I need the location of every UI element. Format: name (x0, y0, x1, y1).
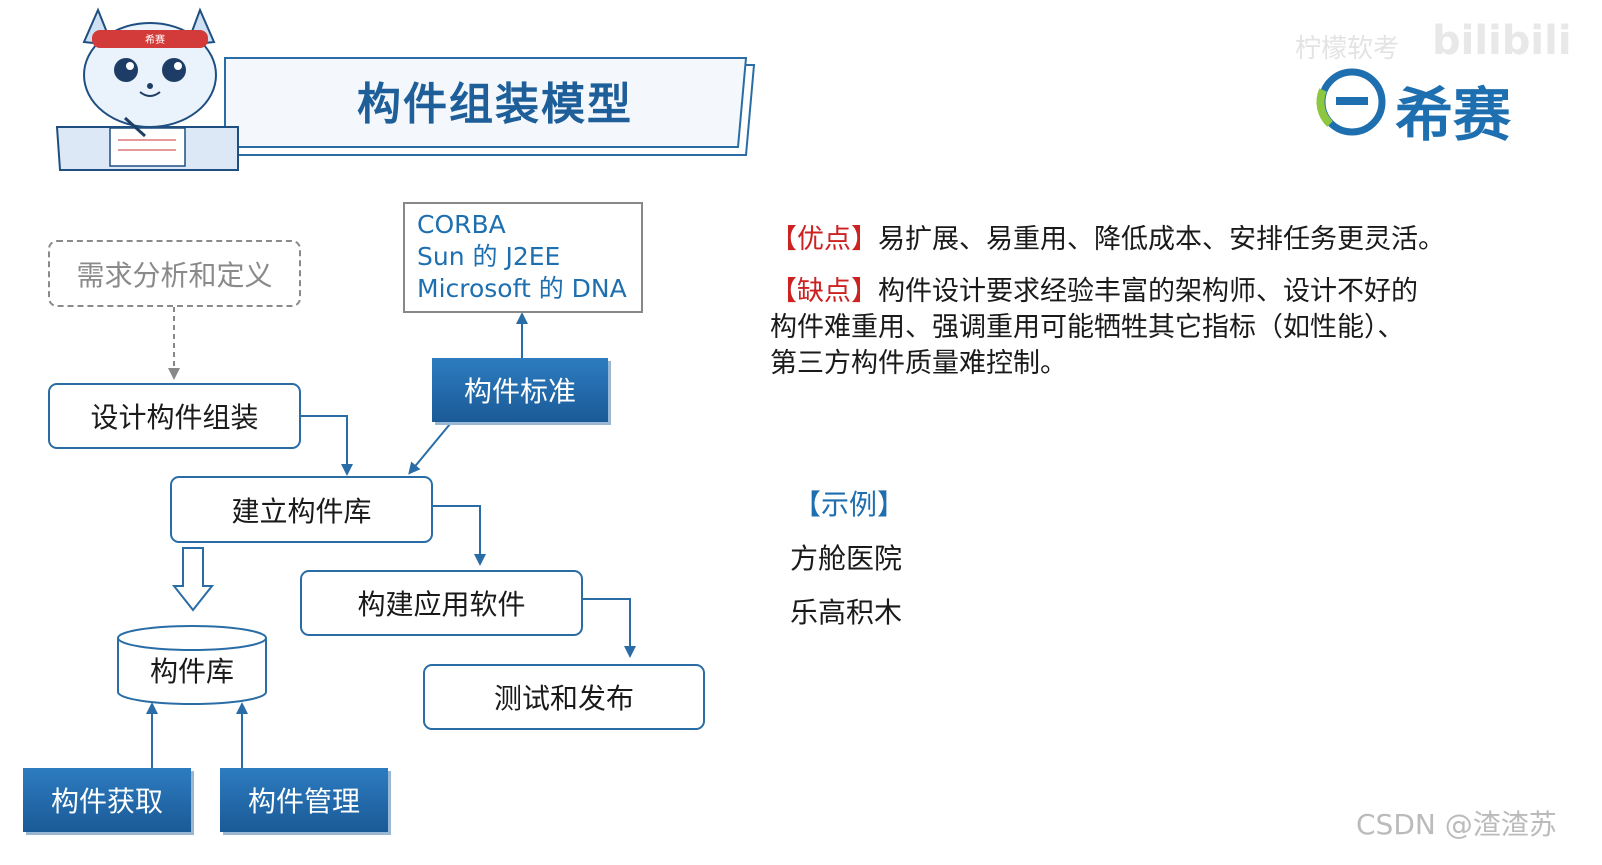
build-library-box: 建立构件库 (170, 476, 433, 543)
design-assembly-box: 设计构件组装 (48, 383, 301, 449)
cons-line-1: 【缺点】构件设计要求经验丰富的架构师、设计不好的 (770, 274, 1418, 310)
logo-e-icon (1316, 68, 1386, 136)
pros-label: 【优点】 (770, 224, 878, 255)
title-banner (224, 57, 756, 156)
component-library-label: 构件库 (149, 655, 234, 688)
test-release-box: 测试和发布 (423, 664, 705, 730)
page-title: 构件组装模型 (357, 79, 633, 130)
connectors (146, 307, 636, 768)
cons-label: 【缺点】 (770, 276, 878, 307)
cons-text-1: 构件设计要求经验丰富的架构师、设计不好的 (878, 276, 1418, 307)
build-app-box: 构建应用软件 (300, 570, 583, 636)
standard-item: CORBA (417, 210, 506, 239)
standards-box: CORBA Sun 的 J2EE Microsoft 的 DNA (403, 202, 643, 313)
logo-text: 希赛 (1395, 81, 1512, 149)
pros-line: 【优点】易扩展、易重用、降低成本、安排任务更灵活。 (770, 222, 1445, 258)
watermark-faint: 柠檬软考 (1295, 34, 1400, 64)
pros-text: 易扩展、易重用、降低成本、安排任务更灵活。 (878, 224, 1445, 255)
mascot-badge: 希赛 (145, 35, 165, 46)
acquire-tag: 构件获取 (23, 768, 191, 832)
component-library-cylinder (117, 625, 267, 705)
mascot-icon (55, 7, 239, 171)
examples-title: 【示例】 (793, 488, 906, 521)
cons-line-2: 构件难重用、强调重用可能牺牲其它指标（如性能）、 (770, 312, 1405, 343)
example-item: 乐高积木 (790, 596, 903, 629)
example-item: 方舱医院 (790, 542, 903, 575)
requirements-box: 需求分析和定义 (48, 240, 301, 307)
csdn-watermark: CSDN @渣渣苏 (1356, 808, 1557, 841)
bilibili-watermark: bilibili (1432, 18, 1572, 64)
cons-line-3: 第三方构件质量难控制。 (770, 348, 1067, 379)
manage-tag: 构件管理 (220, 768, 388, 832)
standard-item: Sun 的 J2EE (417, 242, 561, 271)
component-standard-tag: 构件标准 (432, 358, 608, 422)
cons-block: 【缺点】构件设计要求经验丰富的架构师、设计不好的 构件难重用、强调重用可能牺牲其… (770, 274, 1418, 382)
standard-item: Microsoft 的 DNA (417, 274, 627, 303)
